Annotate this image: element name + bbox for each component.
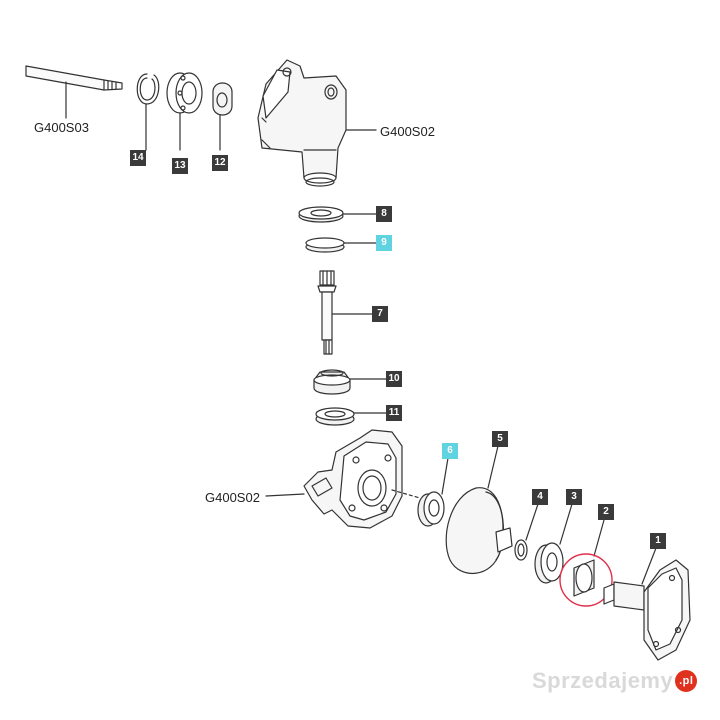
callout-1[interactable]: 1 (650, 533, 666, 549)
part-8-washer (298, 206, 377, 223)
watermark-logo-dot: .pl (675, 670, 698, 692)
callout-10[interactable]: 10 (386, 371, 402, 387)
callout-4[interactable]: 4 (532, 489, 548, 505)
upper-gearbox-housing (257, 59, 377, 187)
part-3-bearing (534, 503, 573, 584)
callout-14[interactable]: 14 (130, 150, 146, 166)
callout-3[interactable]: 3 (566, 489, 582, 505)
part-14-circlip (136, 73, 160, 151)
watermark: Sprzedajemy.pl (532, 668, 698, 694)
watermark-text: Sprzedajemy (532, 668, 674, 693)
part-6-bearing (417, 457, 449, 527)
lower-gearbox-housing (265, 429, 421, 529)
part-12-bushing (212, 82, 233, 151)
callout-9[interactable]: 9 (376, 235, 392, 251)
callout-12[interactable]: 12 (212, 155, 228, 171)
callout-5[interactable]: 5 (492, 431, 508, 447)
callout-13[interactable]: 13 (172, 158, 188, 174)
part-5-cover-plate (445, 445, 513, 574)
callout-8[interactable]: 8 (376, 206, 392, 222)
part-2-seal (573, 519, 605, 597)
part-7-vertical-shaft (317, 270, 377, 355)
part-4-o-ring (514, 503, 539, 561)
callout-11[interactable]: 11 (386, 405, 402, 421)
part-2-highlight-circle (559, 553, 613, 607)
part-1-flanged-shaft (603, 547, 691, 661)
part-9-ring (305, 237, 377, 253)
part-13-bearing (166, 72, 203, 151)
label-g400s02-upper: G400S02 (380, 124, 435, 139)
label-g400s03: G400S03 (34, 120, 89, 135)
label-g400s02-lower: G400S02 (205, 490, 260, 505)
callout-7[interactable]: 7 (372, 306, 388, 322)
callout-2[interactable]: 2 (598, 504, 614, 520)
part-11-bearing (315, 407, 387, 426)
part-10-bevel-hub (313, 369, 387, 395)
callout-6[interactable]: 6 (442, 443, 458, 459)
drive-shaft (25, 65, 123, 119)
